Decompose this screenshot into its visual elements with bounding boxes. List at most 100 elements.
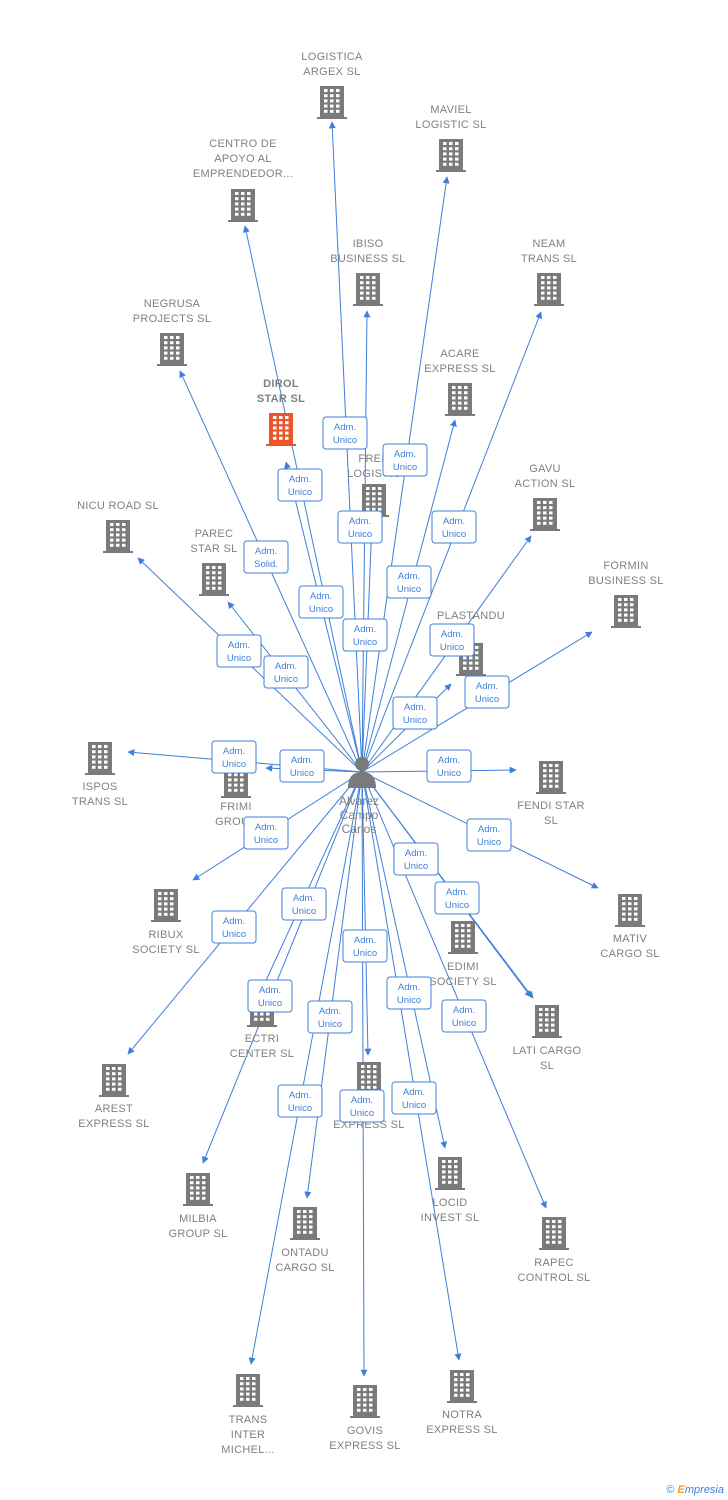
- role-badge[interactable]: Adm.Unico: [429, 623, 475, 657]
- role-badge[interactable]: Adm.Unico: [342, 929, 388, 963]
- role-badge-text: Adm.: [319, 1006, 341, 1017]
- role-badge[interactable]: Adm.Unico: [307, 1000, 353, 1034]
- role-badge[interactable]: Adm.Unico: [441, 999, 487, 1033]
- role-badge[interactable]: Adm.Unico: [393, 842, 439, 876]
- role-badge[interactable]: Adm.Unico: [322, 416, 368, 450]
- company-label: ACTION SL: [515, 478, 576, 490]
- person-name: Alvarez: [339, 794, 379, 808]
- company-node-trans-inter-michel[interactable]: TRANSINTERMICHEL...: [221, 1374, 274, 1456]
- edge-ectri-center: [262, 771, 363, 988]
- company-label: ISPOS: [82, 781, 117, 793]
- role-badge-text: Unico: [258, 998, 282, 1009]
- role-badge[interactable]: Adm.Unico: [392, 696, 438, 730]
- role-badge[interactable]: Adm.Unico: [386, 976, 432, 1010]
- company-label: TRANS: [229, 1414, 268, 1426]
- role-badge-text: Unico: [437, 768, 461, 779]
- role-badge-text: Adm.: [478, 824, 500, 835]
- role-badge[interactable]: Adm. Unico: [426, 749, 472, 783]
- role-badge[interactable]: Adm.Unico: [277, 1084, 323, 1118]
- building-icon: [151, 889, 181, 922]
- role-badge-box: [281, 887, 327, 921]
- role-badge[interactable]: Adm.Unico: [243, 816, 289, 850]
- role-badge-text: Adm.: [443, 516, 465, 527]
- role-badge[interactable]: Adm.Unico: [464, 675, 510, 709]
- role-badge[interactable]: Adm.Unico: [466, 818, 512, 852]
- role-badge[interactable]: Adm.Unico: [281, 887, 327, 921]
- role-badge-text: Unico: [222, 759, 246, 770]
- role-badge-text: Adm.: [293, 893, 315, 904]
- role-badge[interactable]: Adm.Unico: [211, 910, 257, 944]
- company-label: LOGISTICA: [301, 51, 363, 63]
- role-badge[interactable]: Adm.Unico: [277, 468, 323, 502]
- role-badge[interactable]: Adm.Unico: [386, 565, 432, 599]
- role-badge-text: Adm.: [394, 449, 416, 460]
- role-badge[interactable]: Adm. Unico: [382, 443, 428, 477]
- role-badge[interactable]: Adm.Unico: [298, 585, 344, 619]
- company-label: IBISO: [353, 238, 384, 250]
- building-icon: [353, 273, 383, 306]
- company-label: NICU ROAD SL: [77, 500, 159, 512]
- role-badge-text: Adm.: [446, 887, 468, 898]
- company-label: CARGO SL: [600, 948, 659, 960]
- building-icon: [448, 921, 478, 954]
- role-badge-text: Adm.: [438, 755, 460, 766]
- role-badge[interactable]: Adm.Unico: [434, 881, 480, 915]
- building-icon: [536, 761, 566, 794]
- company-node-nicu-road[interactable]: NICU ROAD SL: [77, 500, 159, 553]
- building-icon: [228, 189, 258, 222]
- role-badge-box: [277, 468, 323, 502]
- company-label: SL: [544, 815, 558, 827]
- company-label: PROJECTS SL: [133, 313, 212, 325]
- role-badge-box: [211, 910, 257, 944]
- role-badge-text: Unico: [402, 1100, 426, 1111]
- role-badge[interactable]: Adm.Unico: [247, 979, 293, 1013]
- role-badge[interactable]: Adm.Unico: [279, 749, 325, 783]
- role-badge[interactable]: Adm.Solid.: [243, 540, 289, 574]
- role-badge[interactable]: Adm.Unico: [216, 634, 262, 668]
- company-label: CENTER SL: [230, 1048, 294, 1060]
- company-label: FORMIN: [603, 560, 648, 572]
- company-label: EXPRESS SL: [426, 1424, 497, 1436]
- role-badge[interactable]: Adm.Unico: [431, 510, 477, 544]
- role-badge[interactable]: Adm.Unico: [391, 1081, 437, 1115]
- company-label: EXPRESS SL: [424, 363, 495, 375]
- role-badge[interactable]: Adm.Unico: [337, 510, 383, 544]
- role-badge-box: [279, 749, 325, 783]
- role-badge-box: [431, 510, 477, 544]
- role-badge-text: Unico: [393, 462, 417, 473]
- role-badge[interactable]: Adm.Unico: [263, 655, 309, 689]
- company-node-locid-invest[interactable]: LOCID INVEST SL: [421, 1157, 480, 1224]
- role-badge[interactable]: Adm.Unico: [339, 1089, 385, 1123]
- role-badge-text: Unico: [452, 1018, 476, 1029]
- company-label: INVEST SL: [421, 1212, 480, 1224]
- role-badge[interactable]: Adm.Unico: [342, 618, 388, 652]
- role-badge[interactable]: Adm.Unico: [211, 740, 257, 774]
- company-label: LOCID: [432, 1197, 467, 1209]
- role-badge-text: Unico: [290, 768, 314, 779]
